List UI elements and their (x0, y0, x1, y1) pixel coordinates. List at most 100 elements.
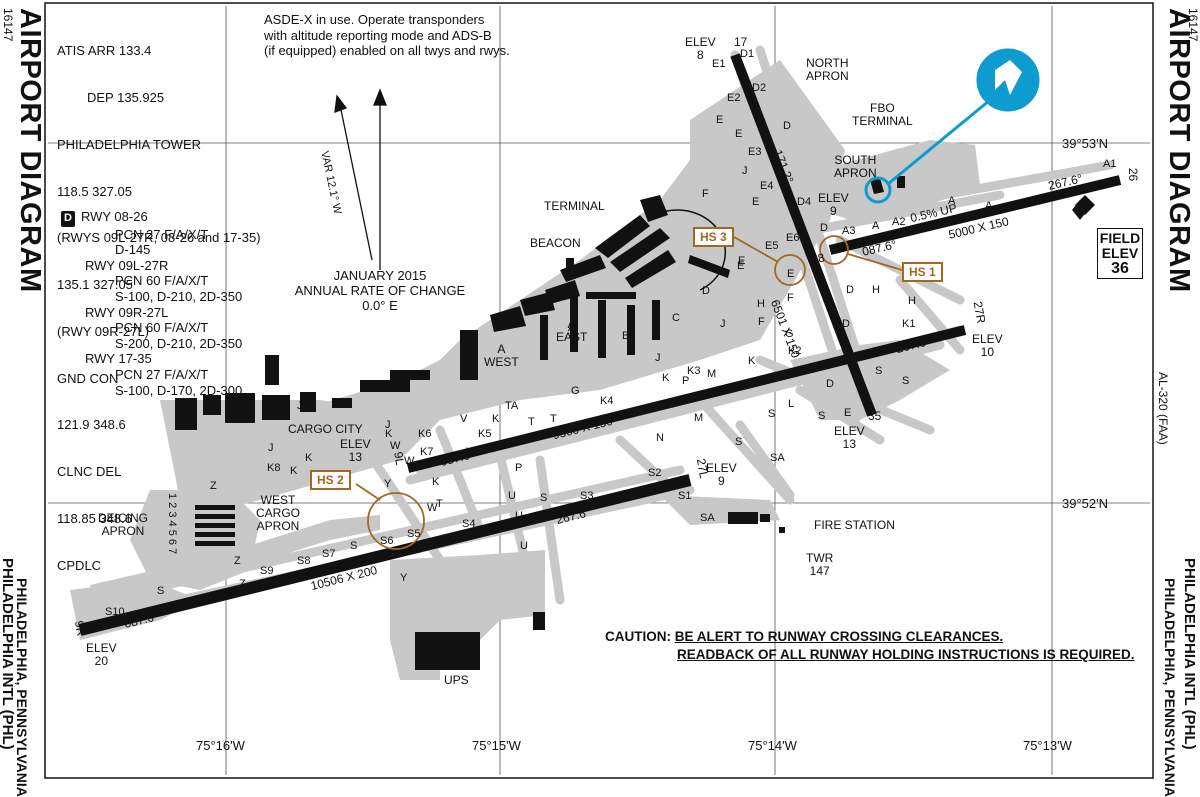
rwy-08-26-end-e: 26 (1126, 167, 1141, 182)
rwy-name: RWY 17-35 (85, 351, 152, 367)
freq-line: 118.85 348.6 (57, 511, 132, 526)
lat-top: 39°53'N (1062, 136, 1108, 151)
freq-line: PHILADELPHIA TOWER (57, 136, 202, 152)
airport-diagram-title-left: AIRPORT DIAGRAM (14, 8, 46, 293)
lon-label: 75°14'W (748, 738, 797, 753)
freq-line: 118.5 327.05 (57, 183, 132, 199)
elev-label: ELEV (1101, 245, 1139, 261)
lon-label: 75°16'W (196, 738, 245, 753)
rwy-line: S-200, D-210, 2D-350 (115, 335, 243, 351)
rwy-line: PCN 27 F/A/X/T (115, 366, 209, 382)
rwy-09r-27l-end-e: 27L (693, 457, 712, 480)
hot-spot-hs1: HS 1 (902, 262, 943, 282)
hot-spot-circles (355, 235, 903, 550)
chart-number-right: 16147 (1186, 8, 1200, 42)
asde-line: (if equipped) enabled on all twys and rw… (264, 43, 510, 59)
airport-name-right: PHILADELPHIA INTL (PHL) (1181, 558, 1198, 750)
runway-info: D RWY 08-26 PCN 27 F/A/X/T D-145 RWY 09L-… (61, 209, 242, 398)
rwy-17-35-end-s: 35 (868, 409, 882, 423)
buildings (175, 176, 1095, 670)
fire-station-label: FIRE STATION (814, 518, 895, 532)
runway-08-26 (828, 175, 1122, 255)
annual-line: 0.0° E (362, 298, 398, 313)
rwy-name: RWY 09L-27R (85, 257, 169, 273)
rwy-line: PCN 27 F/A/X/T (115, 226, 209, 242)
al-code: AL-320 (FAA) (1156, 372, 1170, 445)
rwy-09r-27l-end-w: 9R (71, 619, 89, 638)
chart-number-left: 16147 (1, 8, 15, 42)
freq-line: CPDLC (57, 557, 102, 573)
frequency-list: ATIS ARR 133.4 DEP 135.925 PHILADELPHIA … (57, 12, 261, 589)
caution-line2: READBACK OF ALL RUNWAY HOLDING INSTRUCTI… (677, 647, 1135, 662)
annual-line: JANUARY 2015 (333, 268, 427, 283)
city-state-left: PHILADELPHIA, PENNSYLVANIA (14, 578, 30, 797)
d-box-icon: D (61, 211, 75, 227)
asde-notice: ASDE-X in use. Operate transponders with… (264, 12, 510, 59)
beacon-label: BEACON (530, 236, 581, 250)
rwy-line: S-100, D-210, 2D-350 (115, 288, 243, 304)
annual-rate: JANUARY 2015 ANNUAL RATE OF CHANGE 0.0° … (280, 268, 480, 313)
rwy-line: D-145 (115, 242, 151, 258)
rwy-line: PCN 60 F/A/X/T (115, 320, 209, 336)
terminal-label: TERMINAL (544, 199, 605, 213)
asde-line: ASDE-X in use. Operate transponders (264, 12, 485, 27)
rwy-17-35-end-n: 17 (734, 35, 748, 49)
hot-spot-hs3: HS 3 (693, 227, 734, 247)
lon-label: 75°15'W (472, 738, 521, 753)
lat-bottom: 39°52'N (1062, 496, 1108, 511)
freq-line: 135.1 327.05 (57, 277, 133, 293)
hot-spot-hs2: HS 2 (310, 470, 351, 490)
asde-line: with altitude reporting mode and ADS-B (264, 27, 492, 43)
ups-label: UPS (444, 673, 469, 687)
airport-name-left: PHILADELPHIA INTL (PHL) (0, 558, 16, 750)
rwy-line: PCN 60 F/A/X/T (115, 273, 209, 289)
freq-line: (RWY 09R-27L) (57, 323, 149, 339)
rwy-name: RWY 08-26 (80, 209, 148, 224)
runways (78, 53, 1122, 636)
field-elev-value: 36 (1111, 260, 1129, 277)
cargo-city-label: CARGO CITY (288, 422, 363, 436)
runway-09l-27r (406, 325, 967, 473)
freq-line: ATIS ARR 133.4 (57, 43, 152, 59)
field-elevation-box: FIELD ELEV 36 (1097, 228, 1143, 279)
caution-label: CAUTION: (605, 629, 671, 644)
freq-line: (RWYS 09L-27R, 08-26 and 17-35) (57, 230, 261, 246)
city-state-right: PHILADELPHIA, PENNSYLVANIA (1162, 578, 1178, 797)
magnetic-arrows (334, 88, 387, 270)
rwy-name: RWY 09R-27L (85, 304, 169, 320)
rwy-09l-27r-end-w: 9L (391, 450, 408, 467)
lon-label: 75°13'W (1023, 738, 1072, 753)
deicing-pads-label: 1 2 3 4 5 6 7 (166, 493, 178, 555)
runway-09r-27l (78, 474, 692, 636)
field-label: FIELD (1099, 230, 1141, 246)
freq-line: 121.9 348.6 (57, 417, 126, 433)
fbo-logo-icon (995, 60, 1022, 95)
rwy-09l-27r-end-e: 27R (970, 300, 989, 325)
freq-line: CLNC DEL (57, 464, 122, 480)
rwy-line: S-100, D-170, 2D-300 (115, 382, 243, 398)
freq-line: DEP 135.925 (87, 89, 165, 105)
annual-line: ANNUAL RATE OF CHANGE (294, 283, 466, 298)
chart-border (44, 2, 1154, 779)
caution-notice: CAUTION: BE ALERT TO RUNWAY CROSSING CLE… (605, 628, 1135, 664)
freq-line: GND CON (57, 370, 119, 386)
windsock-icon (1072, 200, 1088, 220)
airport-diagram-title-right: AIRPORT DIAGRAM (1163, 8, 1195, 293)
runway-17-35 (730, 53, 877, 417)
